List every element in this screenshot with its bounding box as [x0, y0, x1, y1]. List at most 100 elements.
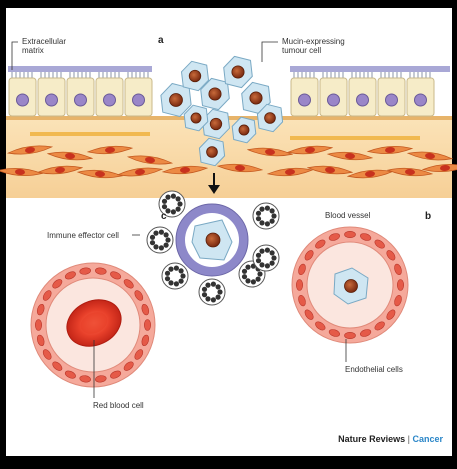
granule: [255, 258, 262, 264]
granule: [210, 281, 216, 287]
fibroblast-nucleus: [145, 156, 155, 164]
granule: [168, 266, 174, 272]
credit-section: Cancer: [412, 434, 443, 444]
endothelial-cell: [64, 271, 76, 280]
panel-label-c: c: [161, 211, 167, 222]
endothelial-cell: [304, 309, 314, 320]
immune-effector-cell: [146, 226, 174, 254]
granule: [164, 270, 171, 276]
endothelial-cell: [344, 332, 356, 340]
granule: [153, 244, 159, 250]
granule: [168, 280, 174, 286]
granule: [205, 296, 211, 302]
matrix-strip: [8, 66, 152, 72]
endothelial-cell: [36, 303, 45, 316]
tumour-nucleus: [238, 124, 250, 136]
granule: [259, 220, 265, 226]
granule: [205, 282, 211, 288]
granule: [264, 205, 270, 211]
endothelial-cell: [295, 279, 303, 291]
fibroblast: [86, 145, 134, 155]
label-extracellular-matrix: Extracellular matrix: [22, 37, 66, 55]
granule: [255, 210, 262, 216]
fibroblast: [46, 151, 94, 161]
granule: [271, 213, 277, 219]
fibroblast: [216, 163, 264, 173]
granule: [153, 230, 159, 236]
fibroblast: [116, 167, 164, 177]
fibroblast: [0, 167, 44, 177]
granule: [250, 279, 256, 285]
endothelial-cell: [134, 290, 144, 301]
fibroblast: [286, 145, 334, 155]
fibroblast-nucleus: [55, 166, 65, 174]
matrix-streak: [290, 136, 420, 140]
immune-effector-cell: [252, 202, 280, 230]
endothelial-cell: [344, 231, 356, 239]
endothelial-cell: [134, 349, 144, 360]
endothelial-cell: [386, 309, 396, 320]
target-tumour-nucleus: [205, 232, 221, 248]
label-mucin-tumour-cell: Mucin-expressing tumour cell: [282, 37, 345, 55]
tumour-nucleus: [190, 112, 202, 124]
invasion-arrow: [208, 173, 220, 194]
epithelial-cell: [290, 72, 319, 117]
granule: [245, 264, 251, 270]
tumour-nucleus: [206, 146, 218, 158]
immune-effector-cell: [238, 260, 266, 288]
endothelial-cell: [141, 334, 150, 347]
vessel-tumour-nucleus: [344, 279, 358, 293]
granule: [164, 276, 171, 282]
granule: [259, 206, 265, 212]
endothelial-cell: [52, 361, 63, 371]
basement-membrane: [6, 116, 452, 120]
granule: [241, 268, 248, 274]
panel-label-b: b: [425, 211, 432, 222]
granule: [259, 262, 265, 268]
endothelial-cell: [397, 279, 405, 291]
granule: [161, 198, 168, 204]
granule: [257, 271, 263, 277]
endothelial-cell: [110, 271, 122, 280]
granule: [180, 273, 186, 279]
matrix-strip: [290, 66, 450, 72]
granule: [158, 229, 164, 235]
endothelial-cell: [123, 361, 134, 371]
epithelial-cell: [8, 72, 37, 117]
fibroblast-nucleus: [425, 152, 435, 160]
endothelial-cell: [374, 239, 385, 249]
granule: [178, 278, 184, 284]
granule: [201, 286, 208, 292]
fibroblast: [386, 167, 434, 177]
fibroblast-nucleus: [265, 148, 275, 156]
fibroblast-nucleus: [365, 170, 375, 178]
tumour-nucleus: [264, 112, 276, 124]
label-mucin-line2: tumour cell: [282, 46, 322, 55]
granule: [271, 255, 277, 261]
granule: [215, 284, 221, 290]
fibroblast-nucleus: [65, 152, 75, 160]
epithelial-cell: [124, 72, 153, 117]
granule: [163, 242, 169, 248]
granule: [269, 208, 275, 214]
granule: [170, 209, 176, 215]
endothelial-cell: [34, 319, 42, 331]
epithelial-cell: [319, 72, 348, 117]
endothelial-cell: [374, 321, 385, 331]
epithelial-nucleus: [45, 93, 58, 107]
epithelial-nucleus: [103, 93, 116, 107]
granule: [173, 281, 179, 287]
fibroblast-nucleus: [285, 168, 295, 176]
endothelial-cell: [386, 250, 396, 261]
label-red-blood-cell: Red blood cell: [93, 401, 144, 410]
granule: [177, 201, 183, 207]
tumour-cell-cluster: [160, 55, 284, 167]
endothelial-cell: [298, 263, 306, 276]
endothelial-cell: [141, 303, 150, 316]
fibroblast-nucleus: [105, 146, 115, 154]
endothelial-cell: [95, 267, 107, 275]
granule: [217, 289, 223, 295]
capillary: [30, 262, 156, 388]
epithelial-cell: [66, 72, 95, 117]
fibroblast-nucleus: [405, 168, 415, 176]
